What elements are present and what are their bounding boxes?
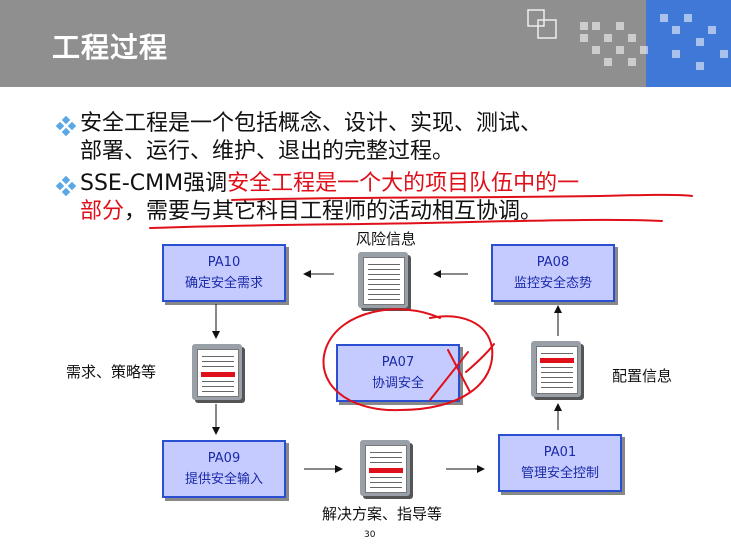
pa07-code: PA07 bbox=[381, 355, 415, 370]
diamond-bullet-icon bbox=[56, 176, 76, 196]
bullet-2: SSE-CMM强调安全工程是一个大的项目队伍中的一 部分，需要与其它科目工程师的… bbox=[80, 170, 579, 226]
bullet-1-line-2: 部署、运行、维护、退出的完整过程。 bbox=[80, 139, 455, 164]
label-risk-info: 风险信息 bbox=[356, 230, 417, 248]
pa01-desc: 管理安全控制 bbox=[520, 466, 599, 481]
pa10-code: PA10 bbox=[207, 255, 241, 270]
document-icon-right bbox=[531, 341, 581, 397]
document-icon-left bbox=[192, 344, 242, 400]
handwritten-scribble-2 bbox=[429, 351, 469, 401]
page-number: 30 bbox=[364, 530, 376, 540]
pa10-box: PA10 确定安全需求 bbox=[162, 244, 286, 302]
pa10-desc: 确定安全需求 bbox=[184, 276, 263, 291]
pa09-code: PA09 bbox=[207, 451, 241, 466]
handwritten-underline-1 bbox=[231, 193, 693, 201]
bullet-1-line-1: 安全工程是一个包括概念、设计、实现、测试、 bbox=[80, 111, 543, 136]
pa09-box: PA09 提供安全输入 bbox=[162, 440, 286, 498]
label-solutions: 解决方案、指导等 bbox=[322, 505, 443, 523]
bullet-1: 安全工程是一个包括概念、设计、实现、测试、 部署、运行、维护、退出的完整过程。 bbox=[80, 110, 542, 166]
handwritten-scribble-1 bbox=[447, 349, 471, 393]
pa08-code: PA08 bbox=[536, 255, 570, 270]
pa01-code: PA01 bbox=[543, 445, 577, 460]
bullet-2-suffix: ，需要与其它科目工程师的活动相互协调。 bbox=[124, 199, 543, 224]
handwritten-underline-2 bbox=[149, 218, 663, 229]
title-bar bbox=[0, 0, 731, 87]
diamond-bullet-icon bbox=[56, 116, 76, 136]
pa01-box: PA01 管理安全控制 bbox=[498, 434, 622, 492]
pa08-desc: 监控安全态势 bbox=[513, 276, 592, 291]
bullet-2-highlight: 安全工程是一个大的项目队伍中的一 bbox=[227, 171, 580, 196]
bullet-2-prefix: SSE-CMM强调 bbox=[80, 171, 228, 196]
bullet-2-highlight-end: 部分 bbox=[80, 199, 125, 224]
label-config-info: 配置信息 bbox=[612, 367, 673, 385]
handwritten-circle bbox=[322, 308, 494, 412]
handwritten-scribble-3 bbox=[465, 343, 495, 373]
decorative-grid-icon bbox=[527, 9, 728, 70]
pa08-box: PA08 监控安全态势 bbox=[491, 244, 615, 302]
pa09-desc: 提供安全输入 bbox=[184, 472, 263, 487]
label-requirements: 需求、策略等 bbox=[66, 363, 157, 381]
pa07-desc: 协调安全 bbox=[371, 376, 424, 391]
document-icon-top bbox=[358, 252, 408, 308]
slide-title: 工程过程 bbox=[52, 31, 169, 64]
document-icon-bottom bbox=[360, 440, 410, 496]
